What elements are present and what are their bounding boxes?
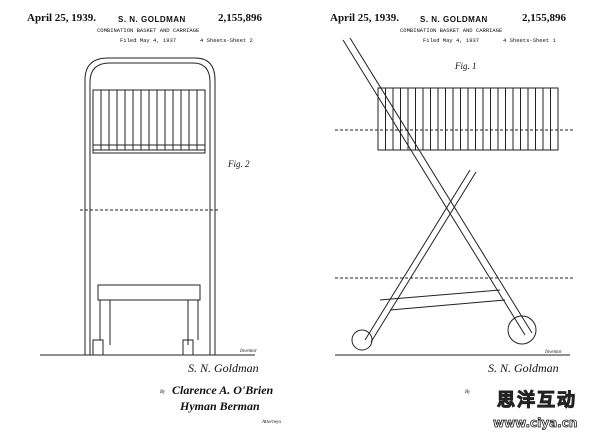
figure-2-label: Fig. 2 bbox=[228, 159, 250, 169]
sheet1-title: COMBINATION BASKET AND CARRIAGE bbox=[400, 27, 503, 34]
watermark-chinese: 思洋互动 bbox=[497, 390, 577, 411]
sheet2-inventor-header: S. N. GOLDMAN bbox=[118, 15, 186, 24]
sheet2-attorney-signature-2: Hyman Berman bbox=[180, 399, 260, 413]
sheet2-sheet-number: 4 Sheets-Sheet 2 bbox=[200, 37, 253, 44]
sheet1-sheet-number: 4 Sheets-Sheet 1 bbox=[503, 37, 556, 44]
sheet2-attorney-signature-1: Clarence A. O'Brien bbox=[172, 383, 274, 397]
figure-2-front-view bbox=[40, 57, 255, 356]
sheet2-by: By bbox=[160, 390, 166, 395]
sheet2-attorneys-label: Attorneys bbox=[262, 420, 282, 425]
sheet1-by: By bbox=[465, 390, 471, 395]
sheet1-inventor-label: Inventor bbox=[545, 350, 562, 355]
sheet2-patent-number: 2,155,896 bbox=[218, 12, 262, 24]
sheet1-date: April 25, 1939. bbox=[330, 12, 400, 24]
sheet2-date: April 25, 1939. bbox=[27, 12, 97, 24]
sheet1-filed: Filed May 4, 1937 bbox=[423, 37, 480, 44]
figure-1-label: Fig. 1 bbox=[455, 61, 477, 71]
watermark-url: www.ciya.cn bbox=[493, 416, 578, 430]
sheet1-inventor-signature: S. N. Goldman bbox=[488, 361, 559, 375]
sheet1-inventor-header: S. N. GOLDMAN bbox=[420, 15, 488, 24]
sheet2-inventor-signature: S. N. Goldman bbox=[188, 361, 259, 375]
sheet2-inventor-label: Inventor bbox=[240, 349, 257, 354]
sheet2-title: COMBINATION BASKET AND CARRIAGE bbox=[97, 27, 200, 34]
figure-1-side-view bbox=[335, 37, 575, 356]
sheet1-patent-number: 2,155,896 bbox=[522, 12, 566, 24]
sheet2-filed: Filed May 4, 1937 bbox=[120, 37, 177, 44]
